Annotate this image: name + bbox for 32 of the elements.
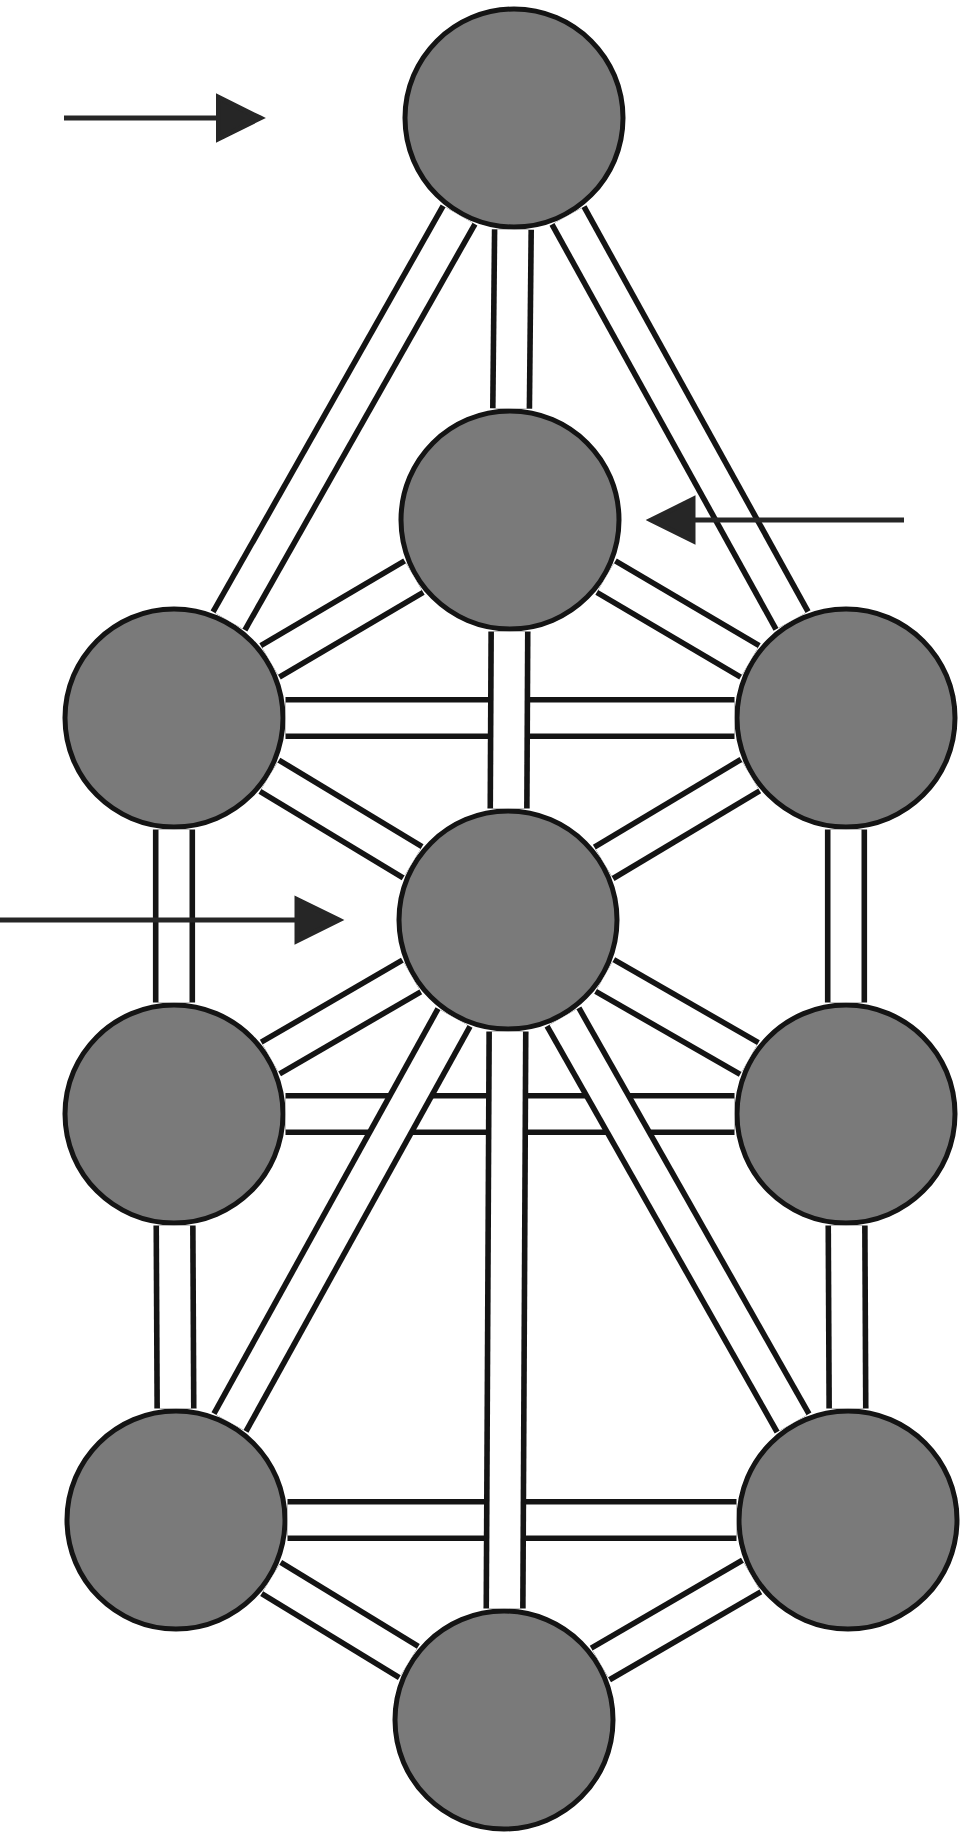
circle [734,606,958,830]
circle [402,6,626,230]
circle [398,408,622,632]
double-line [259,957,423,1077]
circle [734,1002,958,1226]
double-line [258,757,424,881]
double-line [544,1006,812,1434]
double-line [549,205,811,631]
double-line [487,631,531,809]
circle [62,606,286,830]
double-line [589,1557,763,1683]
double-line [825,1225,869,1409]
circle [392,1608,616,1832]
double-line [490,229,534,409]
double-line [211,1007,473,1433]
double-line [824,829,868,1003]
double-line [592,757,762,881]
double-line [594,957,760,1077]
double-line [595,558,761,680]
double-line [287,1498,737,1542]
double-line [152,829,196,1003]
double-line [259,558,425,680]
double-line [285,696,735,740]
circle [736,1408,960,1632]
circle [64,1408,288,1632]
circle [396,808,620,1032]
double-line [260,1560,420,1680]
double-line [483,1031,529,1609]
circle [62,1002,286,1226]
double-line [285,1092,735,1136]
double-line [210,204,478,632]
double-line [153,1225,197,1409]
